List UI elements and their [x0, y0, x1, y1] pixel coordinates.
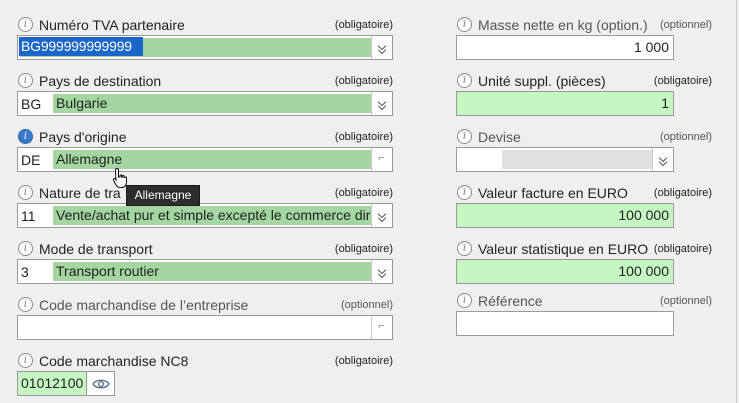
transport-label: Mode de transport — [39, 241, 153, 257]
nature-name: Vente/achat pur et simple excepté le com… — [53, 206, 371, 225]
code-entreprise-input[interactable]: ⌐ — [17, 315, 393, 340]
transport-required: (obligatoire) — [334, 243, 393, 255]
destination-label: Pays de destination — [39, 73, 162, 89]
reference-input[interactable] — [456, 311, 674, 336]
tva-dropdown-button[interactable] — [371, 36, 392, 59]
code-entreprise-label: Code marchandise de l’entreprise — [39, 297, 249, 313]
devise-optional: (optionnel) — [660, 131, 712, 143]
field-tva: i Numéro TVA partenaire (obligatoire) BG… — [17, 16, 393, 61]
reference-optional: (optionnel) — [660, 295, 712, 307]
masse-input[interactable]: 1 000 — [456, 35, 674, 60]
masse-label: Masse nette en kg (option.) — [478, 17, 648, 33]
tva-input[interactable]: BG999999999999 — [17, 35, 393, 60]
nature-dropdown-button[interactable] — [371, 204, 392, 227]
destination-dropdown-button[interactable] — [371, 92, 392, 115]
unite-input[interactable]: 1 — [456, 91, 674, 116]
tva-value: BG999999999999 — [19, 37, 143, 56]
origine-name: Allemagne — [53, 150, 371, 169]
statistique-label: Valeur statistique en EURO — [478, 241, 649, 257]
tooltip: Allemagne — [126, 185, 200, 206]
nc8-view-button[interactable] — [87, 371, 115, 396]
popup-icon: ⌐ — [378, 320, 385, 332]
masse-optional: (optionnel) — [660, 19, 712, 31]
field-reference: i Référence (optionnel) — [456, 292, 712, 337]
statistique-required: (obligatoire) — [653, 243, 712, 255]
info-icon[interactable]: i — [457, 129, 472, 144]
destination-name: Bulgarie — [53, 94, 371, 113]
info-icon[interactable]: i — [18, 73, 33, 88]
info-icon[interactable]: i — [18, 185, 33, 200]
info-icon[interactable]: i — [18, 17, 33, 32]
origine-select[interactable]: DE Allemagne ⌐ — [17, 147, 393, 172]
tva-required: (obligatoire) — [334, 19, 393, 31]
code-entreprise-optional: (optionnel) — [341, 299, 393, 311]
field-facture: i Valeur facture en EURO (obligatoire) 1… — [456, 184, 712, 229]
facture-input[interactable]: 100 000 — [456, 203, 674, 228]
info-icon[interactable]: i — [457, 17, 472, 32]
popup-icon: ⌐ — [378, 152, 385, 164]
field-unite: i Unité suppl. (pièces) (obligatoire) 1 — [456, 72, 712, 117]
origine-required: (obligatoire) — [334, 131, 393, 143]
destination-required: (obligatoire) — [334, 75, 393, 87]
nature-code: 11 — [21, 208, 36, 224]
field-devise: i Devise (optionnel) — [456, 128, 712, 173]
nc8-required: (obligatoire) — [334, 355, 393, 367]
transport-code: 3 — [21, 264, 29, 280]
devise-label: Devise — [478, 129, 521, 145]
unite-required: (obligatoire) — [653, 75, 712, 87]
field-nc8: i Code marchandise NC8 (obligatoire) 010… — [17, 352, 393, 397]
info-icon[interactable]: i — [18, 241, 33, 256]
transport-dropdown-button[interactable] — [371, 260, 392, 283]
devise-dropdown-button[interactable] — [652, 148, 673, 171]
transport-select[interactable]: 3 Transport routier — [17, 259, 393, 284]
info-icon[interactable]: i — [18, 353, 33, 368]
devise-value — [502, 150, 652, 169]
eye-icon — [92, 379, 110, 389]
nc8-label: Code marchandise NC8 — [39, 353, 189, 369]
field-nature: i Nature de tra (obligatoire) 11 Vente/a… — [17, 184, 393, 229]
info-icon[interactable]: i — [18, 297, 33, 312]
nature-select[interactable]: 11 Vente/achat pur et simple excepté le … — [17, 203, 393, 228]
facture-required: (obligatoire) — [653, 187, 712, 199]
info-icon[interactable]: i — [457, 73, 472, 88]
destination-code: BG — [21, 96, 42, 112]
tva-label: Numéro TVA partenaire — [39, 17, 185, 33]
field-transport: i Mode de transport (obligatoire) 3 Tran… — [17, 240, 393, 285]
nc8-input[interactable]: 01012100 — [17, 371, 87, 396]
field-code-entreprise: i Code marchandise de l’entreprise (opti… — [17, 296, 393, 341]
info-icon[interactable]: i — [457, 185, 472, 200]
nature-required: (obligatoire) — [334, 187, 393, 199]
reference-label: Référence — [478, 293, 543, 309]
origine-label: Pays d'origine — [39, 129, 127, 145]
destination-select[interactable]: BG Bulgarie — [17, 91, 393, 116]
unite-label: Unité suppl. (pièces) — [478, 73, 606, 89]
info-icon[interactable]: i — [457, 293, 472, 308]
statistique-input[interactable]: 100 000 — [456, 259, 674, 284]
facture-label: Valeur facture en EURO — [478, 185, 628, 201]
info-icon[interactable]: i — [18, 129, 33, 144]
field-masse: i Masse nette en kg (option.) (optionnel… — [456, 16, 712, 61]
origine-code: DE — [21, 152, 41, 168]
origine-popup-button[interactable]: ⌐ — [371, 148, 392, 171]
field-destination: i Pays de destination (obligatoire) BG B… — [17, 72, 393, 117]
transport-name: Transport routier — [53, 262, 371, 281]
field-origine: i Pays d'origine (obligatoire) DE Allema… — [17, 128, 393, 173]
field-statistique: i Valeur statistique en EURO (obligatoir… — [456, 240, 712, 285]
nature-label: Nature de tra — [39, 185, 121, 201]
code-entreprise-popup-button[interactable]: ⌐ — [371, 316, 392, 339]
hand-cursor-icon — [112, 167, 127, 188]
devise-select[interactable] — [456, 147, 674, 172]
info-icon[interactable]: i — [457, 241, 472, 256]
